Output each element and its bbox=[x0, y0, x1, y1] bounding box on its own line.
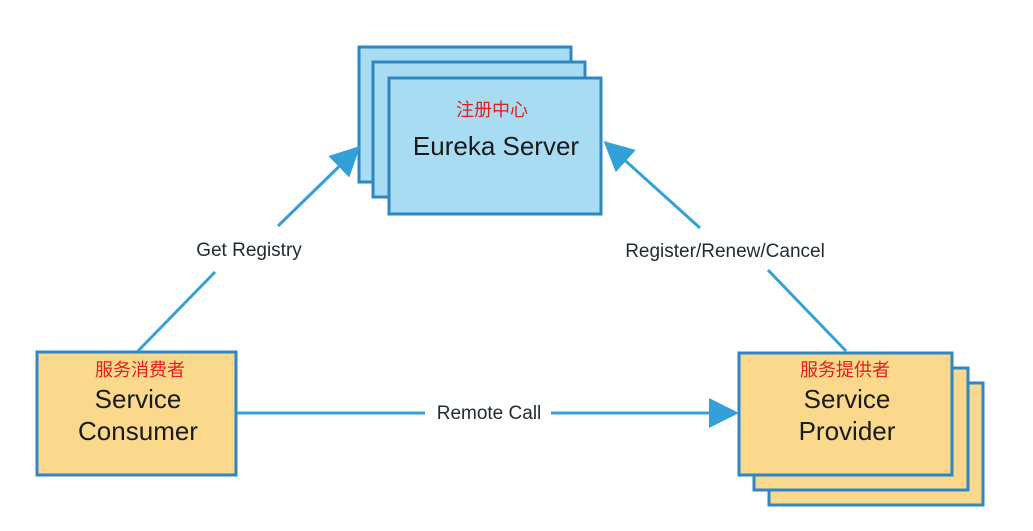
service-provider-node: 服务提供者 Service Provider bbox=[737, 351, 985, 507]
server-stack-front bbox=[387, 76, 603, 216]
get-registry-arrow-segment-upper bbox=[276, 145, 361, 228]
register-edge: Register/Renew/Cancel bbox=[603, 140, 848, 353]
provider-cn-label: 服务提供者 bbox=[800, 360, 890, 381]
remote-call-edge: Remote Call bbox=[237, 398, 739, 428]
provider-title-line1: Service bbox=[804, 384, 891, 414]
get-registry-label: Get Registry bbox=[196, 240, 302, 261]
consumer-cn-label: 服务消费者 bbox=[95, 360, 185, 381]
server-cn-label: 注册中心 bbox=[456, 100, 528, 121]
consumer-title-line2: Consumer bbox=[78, 416, 198, 446]
register-arrow-segment-upper bbox=[603, 140, 702, 230]
service-consumer-node: 服务消费者 Service Consumer bbox=[35, 350, 238, 477]
consumer-box bbox=[35, 350, 238, 477]
remote-call-label: Remote Call bbox=[437, 403, 542, 424]
provider-stack-front bbox=[737, 351, 954, 477]
server-title: Eureka Server bbox=[413, 131, 580, 161]
register-arrow-segment-lower bbox=[766, 268, 848, 353]
consumer-title-line1: Service bbox=[95, 384, 182, 414]
register-label: Register/Renew/Cancel bbox=[625, 241, 825, 262]
provider-title-line2: Provider bbox=[799, 416, 896, 446]
eureka-server-node: 注册中心 Eureka Server bbox=[357, 45, 603, 216]
get-registry-edge: Get Registry bbox=[136, 145, 361, 353]
get-registry-arrow-segment-lower bbox=[136, 270, 217, 353]
